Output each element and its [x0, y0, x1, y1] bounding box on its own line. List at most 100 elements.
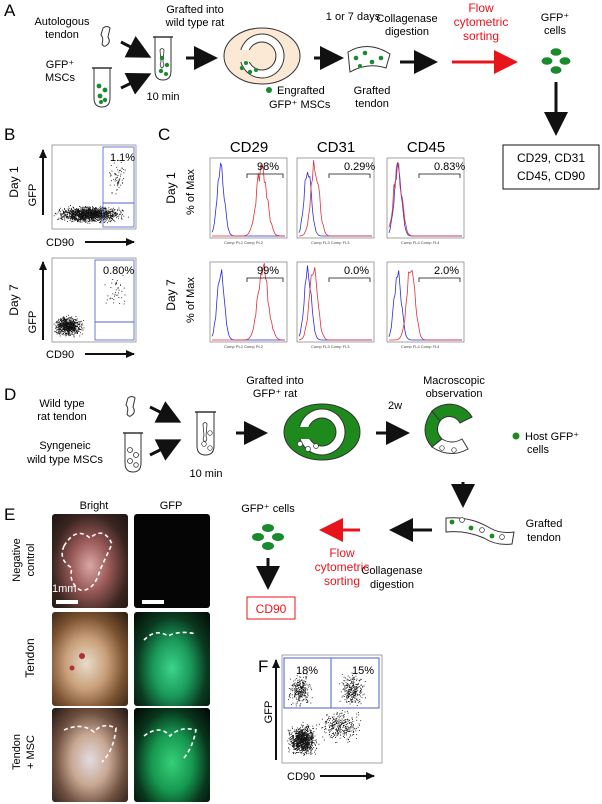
histogram-axis-caption: Comp FL3 Comp FL3 [311, 240, 350, 245]
flow-label-a-2: cytometric [454, 15, 509, 29]
event-dot [299, 737, 301, 739]
event-dot [309, 729, 311, 731]
event-dot [76, 218, 78, 220]
event-dot [78, 216, 79, 218]
event-dot [300, 749, 302, 751]
event-dot [121, 171, 122, 173]
event-dot [295, 745, 297, 747]
event-dot [335, 719, 337, 721]
event-dot [326, 721, 327, 723]
event-dot [293, 747, 295, 748]
event-dot [295, 684, 296, 686]
positive-gate-percent: 0.0% [344, 265, 369, 277]
event-dot [82, 324, 84, 326]
event-dot [62, 316, 64, 318]
event-dot [73, 212, 75, 214]
event-dot [301, 700, 303, 702]
event-dot [290, 741, 292, 742]
event-dot [57, 323, 59, 325]
event-dot [70, 211, 72, 212]
event-dot [323, 729, 325, 730]
event-dot [77, 213, 79, 215]
event-dot [346, 690, 348, 692]
event-dot [304, 748, 306, 750]
event-dot [343, 717, 345, 719]
event-dot [83, 212, 85, 214]
event-dot [301, 749, 303, 751]
event-dot [333, 724, 335, 726]
event-dot [59, 324, 61, 326]
event-dot [295, 729, 297, 730]
event-dot [123, 215, 125, 217]
event-dot [109, 210, 111, 212]
event-dot [325, 728, 327, 730]
event-dot [63, 322, 65, 324]
event-dot [67, 216, 68, 217]
event-dot [64, 322, 65, 324]
event-dot [107, 222, 108, 224]
event-dot [64, 325, 66, 327]
event-dot [85, 208, 87, 210]
event-dot [335, 735, 337, 737]
event-dot [67, 327, 69, 329]
event-dot [76, 214, 78, 216]
event-dot [308, 725, 310, 727]
event-dot [289, 744, 291, 745]
event-dot [117, 287, 119, 288]
event-dot [303, 685, 305, 686]
event-dot [307, 734, 309, 736]
event-dot [334, 724, 336, 726]
event-dot [296, 686, 298, 688]
event-dot [70, 318, 72, 320]
event-dot [107, 212, 109, 214]
event-dot [302, 744, 303, 746]
event-dot [121, 179, 123, 181]
event-dot [352, 719, 353, 721]
event-dot [73, 216, 75, 218]
day1-label-b: Day 1 [7, 166, 21, 198]
event-dot [65, 319, 67, 321]
event-dot [67, 328, 69, 330]
event-dot [308, 739, 310, 741]
event-dot [307, 745, 309, 747]
event-dot [109, 212, 111, 214]
event-dot [60, 214, 62, 216]
event-dot [302, 693, 303, 695]
event-dot [298, 740, 300, 742]
event-dot [302, 725, 303, 727]
event-dot [309, 742, 311, 743]
event-dot [344, 694, 346, 695]
event-dot [314, 735, 316, 737]
event-dot [68, 212, 69, 213]
event-dot [66, 329, 68, 331]
event-dot [303, 690, 304, 691]
event-dot [296, 734, 298, 736]
event-dot [73, 336, 75, 338]
event-dot [295, 735, 297, 737]
event-dot [103, 219, 105, 220]
event-dot [61, 331, 63, 332]
event-dot [84, 215, 86, 216]
event-dot [63, 331, 65, 333]
event-dot [63, 323, 65, 325]
event-dot [114, 173, 116, 174]
event-dot [306, 743, 308, 745]
event-dot [66, 329, 68, 331]
event-dot [303, 687, 305, 688]
event-dot [297, 734, 299, 736]
event-dot [100, 211, 101, 213]
event-dot [105, 209, 107, 211]
event-dot [297, 745, 299, 747]
event-dot [339, 725, 341, 726]
event-dot [75, 332, 77, 334]
event-dot [88, 216, 90, 218]
event-dot [343, 731, 344, 733]
event-dot [66, 333, 68, 335]
event-dot [72, 211, 73, 213]
event-dot [343, 680, 345, 682]
event-dot [342, 695, 344, 697]
cd90-box [246, 596, 296, 620]
event-dot [110, 173, 111, 175]
event-dot [308, 743, 310, 745]
event-dot [73, 211, 75, 213]
